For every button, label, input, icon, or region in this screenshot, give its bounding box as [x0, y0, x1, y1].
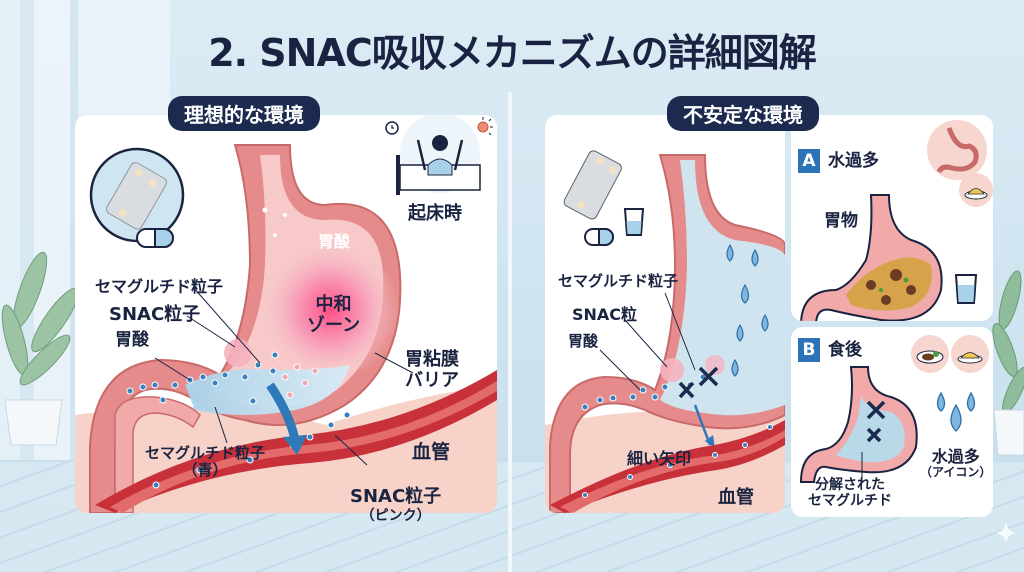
mucosa-barrier-label: 胃粘膜 バリア — [405, 349, 459, 391]
case-a-card — [791, 115, 993, 321]
water-excess-line1: 水過多 — [931, 447, 980, 466]
ideal-panel — [75, 115, 497, 513]
omelet-icon — [959, 173, 993, 207]
semaglutide-blue-label: セマグルチド粒子 （青） — [145, 444, 266, 480]
unstable-panel — [545, 115, 785, 513]
ideal-diagram — [75, 144, 497, 513]
timing-label: 起床時 — [408, 203, 462, 224]
case-b-title: B 食後 — [798, 338, 862, 362]
section-divider — [508, 92, 512, 572]
snac-pink-line2: （ピンク） — [360, 507, 431, 524]
steak-plate-icon — [911, 335, 949, 373]
mucosa-line2: バリア — [405, 369, 459, 391]
case-a-title-text: 水過多 — [828, 151, 879, 171]
ideal-header: 理想的な環境 — [168, 96, 320, 131]
unstable-gastric-acid-label: 胃酸 — [568, 332, 599, 350]
neutral-zone-line2: ゾーン — [307, 314, 361, 336]
degraded-line2: セマグルチド — [808, 493, 892, 510]
alarm-clock-icon — [385, 121, 399, 135]
sun-icon — [477, 117, 493, 136]
snac-pink-line1: SNAC粒子 — [350, 486, 442, 507]
semaglutide-blue-line2: （青） — [182, 461, 228, 480]
semaglutide-particle-label: セマグルチド粒子 — [95, 277, 224, 296]
sparkle-icon — [995, 522, 1017, 544]
case-b-card — [791, 327, 993, 517]
water-excess-line2: （アイコン） — [920, 465, 992, 480]
gastric-acid-top-label: 胃酸 — [318, 232, 351, 251]
degraded-line1: 分解された — [815, 477, 885, 493]
unstable-header: 不安定な環境 — [667, 96, 819, 131]
unstable-diagram — [545, 154, 785, 513]
blood-vessel-label: 血管 — [412, 441, 451, 463]
waking-person-icon — [396, 115, 481, 195]
page-title: 2. SNAC吸収メカニズムの詳細図解 — [208, 31, 817, 75]
stomach-food-icon — [800, 194, 943, 321]
water-excess-label: 水過多 （アイコン） — [920, 447, 992, 480]
plant-right-icon — [992, 270, 1024, 456]
degraded-semaglutide-label: 分解された セマグルチド — [808, 477, 892, 509]
gastric-acid-label: 胃酸 — [115, 330, 149, 350]
capsule-icon — [584, 228, 614, 246]
water-drops-icon — [936, 391, 976, 432]
case-b-title-text: 食後 — [828, 340, 862, 360]
unstable-snac-label: SNAC粒 — [572, 305, 638, 324]
semaglutide-blue-line1: セマグルチド粒子 — [145, 444, 266, 462]
case-a-title: A 水過多 — [798, 149, 879, 173]
water-glass-icon — [623, 208, 645, 236]
water-glass-icon — [954, 274, 978, 304]
snac-pink-label: SNAC粒子 （ピンク） — [350, 486, 442, 524]
case-a-badge: A — [798, 149, 820, 173]
neutral-zone-label: 中和 ゾーン — [307, 294, 361, 336]
plant-left-icon — [1, 251, 79, 446]
neutral-zone-line1: 中和 — [315, 294, 352, 315]
thin-arrow-label: 細い矢印 — [627, 449, 692, 468]
omelet-icon — [951, 335, 989, 373]
stomach-contents-label: 胃物 — [824, 211, 858, 231]
stomach-thumbnail-icon — [927, 120, 987, 180]
case-b-badge: B — [798, 338, 820, 362]
unstable-semaglutide-label: セマグルチド粒子 — [558, 272, 679, 290]
unstable-blood-vessel-label: 血管 — [718, 487, 754, 508]
pill-blister-icon — [563, 150, 622, 220]
stomach-degraded-icon — [799, 366, 918, 483]
capsule-icon — [136, 228, 174, 248]
snac-particle-label: SNAC粒子 — [109, 304, 201, 325]
mucosa-line1: 胃粘膜 — [405, 349, 459, 370]
